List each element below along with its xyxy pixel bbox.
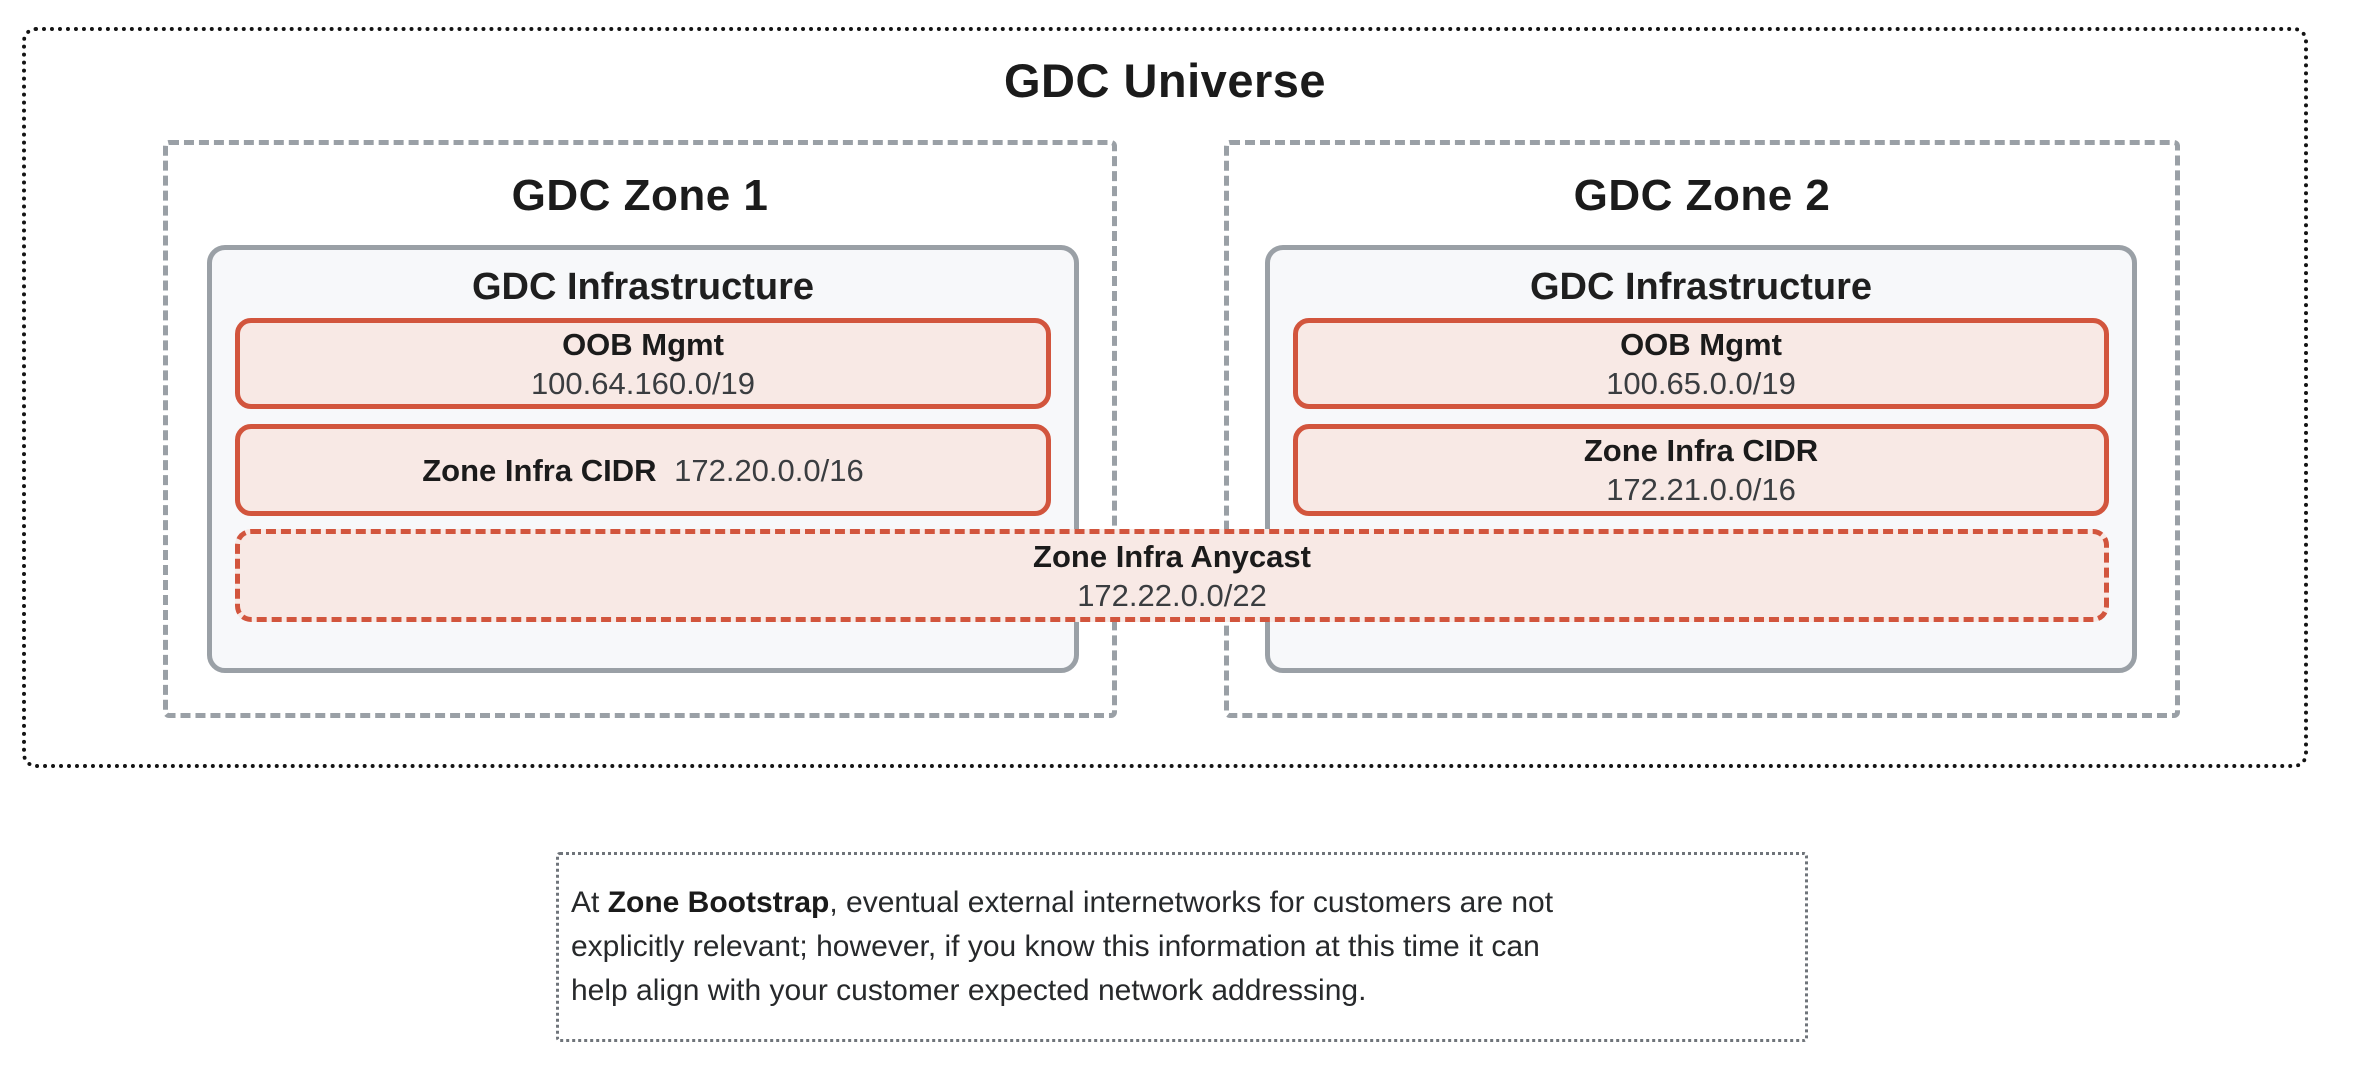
oob-mgmt-1-label: OOB Mgmt <box>562 326 724 362</box>
oob-mgmt-2-label: OOB Mgmt <box>1620 326 1782 362</box>
zone-infra-cidr-2-value: 172.21.0.0/16 <box>1606 472 1796 507</box>
oob-mgmt-2-cidr: 100.65.0.0/19 <box>1606 365 1796 401</box>
infrastructure-2-title: GDC Infrastructure <box>1529 266 1873 308</box>
zone-infra-anycast-cidr: 172.22.0.0/22 <box>1077 577 1267 613</box>
universe-title: GDC Universe <box>1003 54 1327 107</box>
note-line-1-rest: , eventual external internetworks for cu… <box>829 886 1554 919</box>
infrastructure-1-title: GDC Infrastructure <box>471 266 815 308</box>
zone-infra-cidr-1-box: Zone Infra CIDR 172.20.0.0/16 <box>235 424 1051 516</box>
zone-infra-cidr-1-line: Zone Infra CIDR 172.20.0.0/16 <box>422 451 863 490</box>
note-line-3: help align with your customer expected n… <box>571 974 1367 1007</box>
oob-mgmt-2-box: OOB Mgmt 100.65.0.0/19 <box>1293 318 2109 409</box>
oob-mgmt-1-cidr: 100.64.160.0/19 <box>530 365 756 401</box>
note-line-1-bold: Zone Bootstrap <box>607 886 830 919</box>
zone-1-box: GDC Zone 1 <box>163 140 1117 718</box>
zone-infra-anycast-label: Zone Infra Anycast <box>1033 538 1311 574</box>
zone-2-box: GDC Zone 2 <box>1224 140 2180 718</box>
zone-infra-cidr-2-label: Zone Infra CIDR <box>1583 433 1819 468</box>
zone-infra-cidr-1-label: Zone Infra CIDR <box>422 452 657 488</box>
zone-infra-anycast-box: Zone Infra Anycast 172.22.0.0/22 <box>235 529 2109 622</box>
note-line-1-prefix: At <box>571 886 608 919</box>
oob-mgmt-1-box: OOB Mgmt 100.64.160.0/19 <box>235 318 1051 409</box>
zone-infra-cidr-2-box: Zone Infra CIDR 172.21.0.0/16 <box>1293 424 2109 516</box>
zone-infra-cidr-1-value: 172.20.0.0/16 <box>674 452 864 488</box>
note-line-2: explicitly relevant; however, if you kno… <box>571 930 1540 963</box>
zone-bootstrap-note-box: At Zone Bootstrap, eventual external int… <box>556 852 1808 1042</box>
zone-1-title: GDC Zone 1 <box>511 171 769 220</box>
zone-2-title: GDC Zone 2 <box>1573 171 1831 220</box>
note-line-1: At Zone Bootstrap, eventual external int… <box>571 881 1793 925</box>
